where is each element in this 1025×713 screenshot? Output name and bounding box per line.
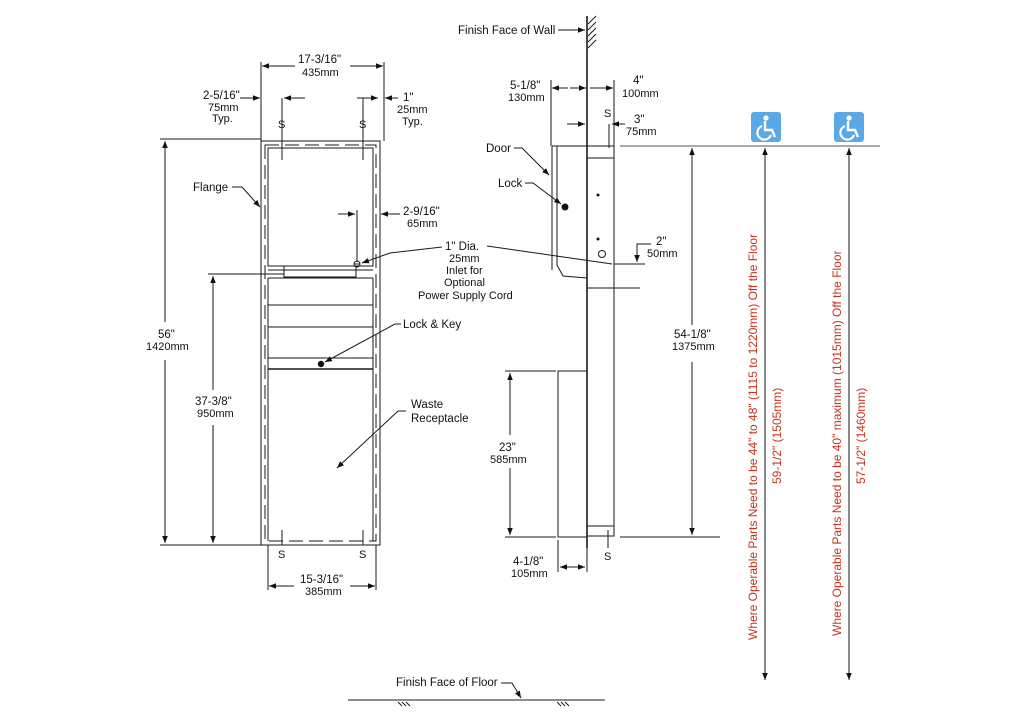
inlet-drop-in: 2" xyxy=(656,236,666,248)
accessibility-height-1: 59-1/2" (1505mm) xyxy=(770,388,784,484)
inlet-label-line2: 25mm xyxy=(449,253,480,265)
stud-offset-mm: 75mm xyxy=(626,126,657,138)
wheelchair-icon xyxy=(751,112,781,142)
accessibility-note-1: Where Operable Parts Need to be 44" to 4… xyxy=(746,234,760,640)
right-offset-note: Typ. xyxy=(402,116,423,128)
dispenser-height-mm: 950mm xyxy=(197,408,234,420)
dispenser-height-in: 37-3/8" xyxy=(195,396,232,408)
wheelchair-icon xyxy=(834,112,864,142)
door-outline xyxy=(556,146,588,279)
front-view: S S S S 17-3/16" 435mm 2-5/16" 75mm Typ.… xyxy=(146,54,613,598)
projection-in: 5-1/8" xyxy=(510,80,540,92)
bottom-width-mm: 385mm xyxy=(305,586,342,598)
stud-marker-top-left: S xyxy=(278,119,285,131)
inlet-label-line1: 1" Dia. xyxy=(445,241,479,253)
side-view: Finish Face of Wall 5-1/8" 130mm 4" 100m… xyxy=(348,15,880,707)
accessibility-note-2: Where Operable Parts Need to be 40" maxi… xyxy=(830,250,844,636)
flange-outline xyxy=(260,140,381,546)
left-offset-mm: 75mm xyxy=(208,102,239,114)
right-offset-mm: 25mm xyxy=(397,104,428,116)
right-offset-in: 1" xyxy=(403,92,413,104)
top-height-mm: 1375mm xyxy=(672,341,715,353)
stud-marker-bottom-left: S xyxy=(278,549,285,561)
recess-depth-in: 4" xyxy=(633,75,643,87)
left-offset-in: 2-5/16" xyxy=(203,90,240,102)
stud-marker-bottom-right: S xyxy=(359,549,366,561)
lock-key-label: Lock & Key xyxy=(403,319,461,331)
receptacle-projection-mm: 105mm xyxy=(511,568,548,580)
floor-label: Finish Face of Floor xyxy=(396,677,498,689)
inlet-label-line4: Optional xyxy=(444,277,485,289)
projection-mm: 130mm xyxy=(508,92,545,104)
cabinet-recessed-body xyxy=(586,145,615,537)
wall-label: Finish Face of Wall xyxy=(458,25,555,37)
waste-label-line2: Receptacle xyxy=(411,413,469,425)
overall-height-mm: 1420mm xyxy=(146,341,189,353)
recess-depth-mm: 100mm xyxy=(622,88,659,100)
receptacle-height-in: 23" xyxy=(499,442,516,454)
side-stud-marker-bottom: S xyxy=(604,551,611,563)
overall-height-in: 56" xyxy=(158,329,175,341)
lock-icon xyxy=(317,360,325,368)
inlet-drop-mm: 50mm xyxy=(647,248,678,260)
stud-marker-top-right: S xyxy=(359,119,366,131)
accessibility-height-2: 57-1/2" (1460mm) xyxy=(854,388,868,484)
side-stud-marker-top: S xyxy=(604,108,611,120)
door-label: Door xyxy=(486,143,511,155)
inlet-offset-in: 2-9/16" xyxy=(403,206,440,218)
accessibility-notes: Where Operable Parts Need to be 44" to 4… xyxy=(744,112,868,680)
inlet-label-line3: Inlet for xyxy=(446,265,483,277)
overall-width-mm: 435mm xyxy=(302,67,339,79)
lock-label: Lock xyxy=(498,178,523,190)
flange-label: Flange xyxy=(193,182,228,194)
stud-offset-in: 3" xyxy=(634,114,644,126)
left-offset-note: Typ. xyxy=(212,113,233,125)
receptacle-height-mm: 585mm xyxy=(490,454,527,466)
top-height-in: 54-1/8" xyxy=(674,329,711,341)
bottom-width-in: 15-3/16" xyxy=(300,574,343,586)
flange-inner-dashed xyxy=(264,144,377,542)
receptacle-projection-in: 4-1/8" xyxy=(513,556,543,568)
waste-label-line1: Waste xyxy=(411,399,443,411)
towel-slot xyxy=(283,265,357,278)
inlet-offset-mm: 65mm xyxy=(407,218,438,230)
inlet-label-line5: Power Supply Cord xyxy=(418,290,513,302)
receptacle-outline xyxy=(557,370,588,538)
side-lock-icon xyxy=(561,203,569,211)
overall-width-in: 17-3/16" xyxy=(298,54,341,66)
